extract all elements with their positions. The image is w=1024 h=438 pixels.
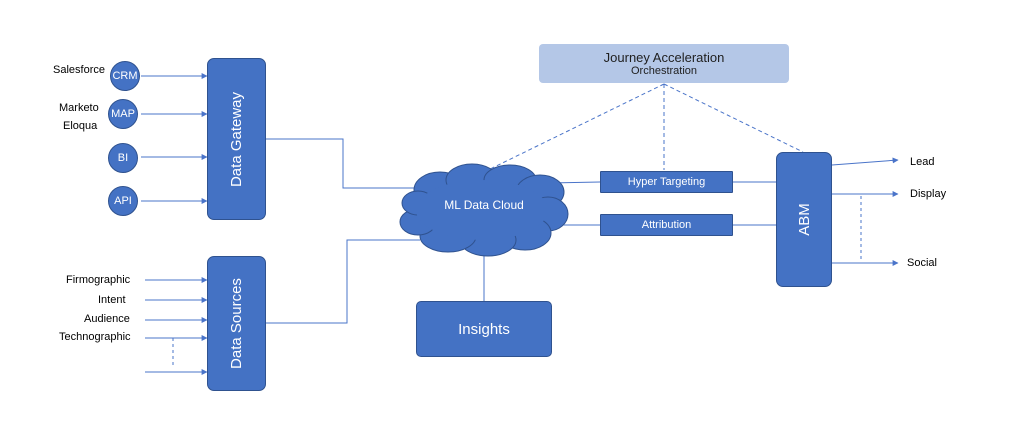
data-gateway-label: Data Gateway — [228, 91, 246, 187]
sources-to-cloud — [266, 239, 420, 324]
attribution-label: Attribution — [641, 219, 692, 231]
technographic-label: Technographic — [59, 331, 131, 343]
abm-label: ABM — [795, 203, 813, 236]
audience-label: Audience — [84, 313, 130, 325]
eloqua-label: Eloqua — [63, 120, 98, 132]
data-sources-box: Data Sources — [207, 256, 266, 391]
data-gateway-box: Data Gateway — [207, 58, 266, 220]
display-label: Display — [910, 188, 947, 200]
bi-node: BI — [108, 143, 138, 173]
gateway-to-cloud — [266, 138, 420, 189]
attribution-box: Attribution — [600, 214, 733, 236]
hyper-targeting-box: Hyper Targeting — [600, 171, 733, 193]
map-node: MAP — [108, 99, 138, 129]
abm-box: ABM — [776, 152, 832, 287]
journey-acceleration-box: Journey Acceleration Orchestration — [539, 44, 789, 83]
insights-box: Insights — [416, 301, 552, 357]
journey-title: Journey Acceleration — [603, 49, 725, 65]
journey-subtitle: Orchestration — [630, 64, 698, 77]
crm-node: CRM — [110, 61, 140, 91]
data-sources-label: Data Sources — [228, 278, 246, 369]
ml-data-cloud-label: ML Data Cloud — [444, 198, 524, 212]
firmographic-label: Firmographic — [66, 274, 131, 286]
insights-label: Insights — [458, 320, 510, 338]
journey-to-abm — [663, 83, 804, 153]
marketo-label: Marketo — [59, 102, 99, 114]
social-label: Social — [907, 257, 937, 269]
hyper-targeting-label: Hyper Targeting — [627, 176, 706, 188]
ml-data-cloud-fill — [416, 180, 548, 240]
intent-label: Intent — [98, 294, 126, 306]
lead-arrow — [831, 157, 899, 166]
api-node: API — [108, 186, 138, 216]
salesforce-label: Salesforce — [53, 64, 105, 76]
lead-label: Lead — [910, 156, 935, 168]
journey-to-cloud — [483, 83, 665, 173]
